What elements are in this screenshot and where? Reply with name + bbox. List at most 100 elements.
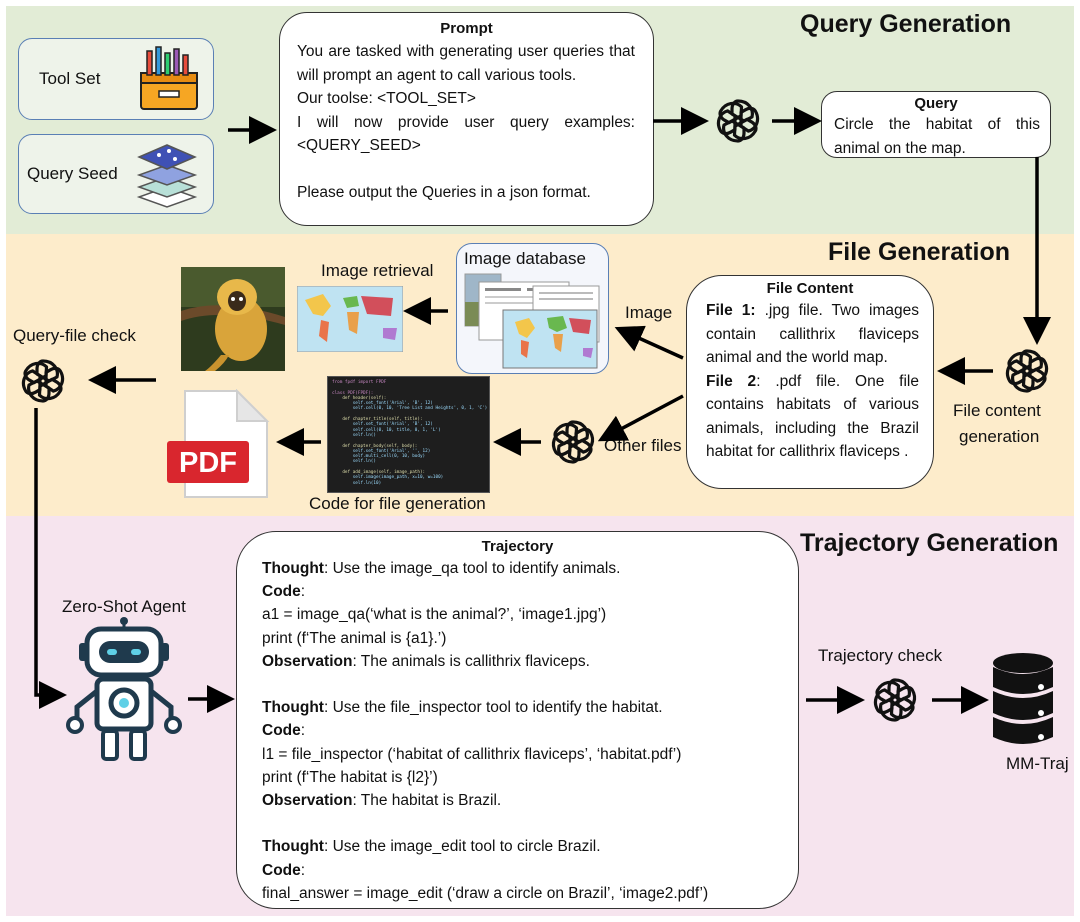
arrow-content-to-other-llm — [597, 394, 684, 442]
step2-code-line-2: print (f‘The habitat is {l2}’) — [262, 768, 438, 786]
file-content-text: File 1: .jpg file. Two images contain ca… — [706, 299, 919, 464]
step2-thought: Thought: Use the file_inspector tool to … — [262, 696, 708, 719]
trajectory-box: Trajectory Thought: Use the image_qa too… — [236, 531, 799, 909]
code-for-file-generation-label: Code for file generation — [309, 494, 486, 513]
query-seed-box: Query Seed — [18, 134, 214, 214]
tool-set-label: Tool Set — [39, 69, 101, 88]
step1-code-line-1: a1 = image_qa(‘what is the animal?’, ‘im… — [262, 606, 607, 624]
step1-thought: Thought: Use the image_qa tool to identi… — [262, 557, 708, 580]
code-line: self.set_font('Arial', '', 12) — [332, 448, 431, 454]
step2-code-colon: : — [300, 722, 306, 740]
step2-observation-text: : The habitat is Brazil. — [352, 792, 502, 810]
arrow-content-to-database — [614, 325, 684, 360]
step1-observation-text: : The animals is callithrix flaviceps. — [352, 652, 590, 670]
step1-code-line-2: print (f‘The animal is {a1}.’) — [262, 629, 447, 647]
step3-thought: Thought: Use the image_edit tool to circ… — [262, 835, 708, 858]
file-content-generation-label-2: generation — [959, 427, 1040, 446]
robot-agent-icon — [66, 617, 182, 761]
pdf-file-icon: PDF — [167, 389, 270, 498]
file2-text: : .pdf file. One file contains habitats … — [706, 372, 919, 461]
step2-code-label: Code — [262, 722, 301, 740]
step1-code-label: Code — [262, 583, 301, 601]
openai-logo-icon-otherfiles — [546, 417, 600, 467]
openai-logo-icon-filegen — [1000, 346, 1054, 396]
step1-thought-text: : Use the image_qa tool to identify anim… — [323, 560, 621, 577]
image-arrow-label: Image — [625, 303, 673, 322]
file-content-generation-label-1: File content — [953, 401, 1041, 420]
code-line: def chapter_body(self, body): — [332, 443, 418, 449]
trajectory-check-label: Trajectory check — [818, 646, 943, 665]
image-database-thumbnails — [464, 273, 600, 369]
trajectory-generation-title: Trajectory Generation — [800, 529, 1059, 557]
tool-set-icon — [140, 46, 198, 110]
code-line: self.cell(0, 10, title, 0, 1, 'L') — [332, 427, 441, 433]
step2-thought-text: : Use the file_inspector tool to identif… — [323, 699, 663, 717]
file-generation-title: File Generation — [828, 238, 1010, 266]
file-content-box: File Content File 1: .jpg file. Two imag… — [686, 275, 934, 489]
trajectory-text: Thought: Use the image_qa tool to identi… — [262, 557, 708, 905]
step3-thought-text: : Use the image_edit tool to circle Braz… — [323, 838, 601, 856]
step3-thought-label: Thought — [262, 838, 324, 856]
code-line: self.set_font('Arial', 'B', 12) — [332, 401, 433, 407]
query-box: Query Circle the habitat of this animal … — [821, 91, 1051, 158]
prompt-line-3: I will now provide user query examples: … — [297, 113, 635, 155]
image-database-box: Image database — [456, 243, 609, 374]
code-line: def chapter_title(self, title): — [332, 417, 423, 423]
step1-code-colon: : — [300, 583, 306, 601]
query-file-check-label: Query-file check — [13, 326, 136, 345]
file2-label: File 2 — [706, 372, 757, 390]
file-content-title: File Content — [766, 280, 854, 297]
step3-code-line-1: final_answer = image_edit (‘draw a circl… — [262, 884, 709, 902]
code-line: def header(self): — [332, 395, 387, 401]
step1-observation-label: Observation — [262, 652, 353, 670]
openai-logo-icon-queryfilecheck — [16, 356, 70, 406]
file1-text: .jpg file. Two images contain callithrix… — [706, 302, 919, 366]
step3-code-label-line: Code: — [262, 859, 708, 882]
monkey-photo — [181, 267, 285, 371]
tool-set-box: Tool Set — [18, 38, 214, 120]
openai-logo-icon-query — [711, 96, 765, 146]
step3-code-colon: : — [300, 861, 306, 879]
arrow-check-to-agent — [34, 408, 67, 709]
file1-entry: File 1: .jpg file. Two images contain ca… — [706, 299, 919, 370]
pdf-icon-label: PDF — [179, 447, 237, 479]
prompt-line-2: Our toolse: <TOOL_SET> — [297, 90, 476, 107]
openai-logo-icon-trajectorycheck — [868, 675, 922, 725]
file1-label: File 1: — [706, 302, 756, 319]
code-line: self.ln() — [332, 459, 376, 465]
code-line: self.cell(0, 10, 'Tree List and Heights'… — [332, 406, 488, 412]
code-line: self.ln() — [332, 432, 376, 438]
query-title: Query — [914, 95, 958, 112]
step1-thought-label: Thought — [262, 560, 324, 577]
code-line: self.ln(10) — [332, 480, 382, 486]
mm-traj-label: MM-Traj — [1006, 754, 1069, 773]
code-line: from fpdf import FPDF — [332, 380, 387, 385]
step2-code-line-1: l1 = file_inspector (‘habitat of callith… — [262, 745, 682, 763]
query-generation-title: Query Generation — [800, 10, 1012, 38]
code-snippet-text: from fpdf import FPDF class PDF(FPDF): d… — [328, 377, 489, 489]
step2-code-label-line: Code: — [262, 719, 708, 742]
prompt-line-5: Please output the Queries in a json form… — [297, 183, 591, 201]
query-seed-icon — [136, 144, 198, 208]
code-line: self.image(image_path, x=10, w=100) — [332, 475, 444, 481]
step1-observation: Observation: The animals is callithrix f… — [262, 650, 708, 673]
prompt-title: Prompt — [440, 20, 493, 37]
prompt-text: You are tasked with generating user quer… — [297, 40, 635, 204]
step3-code-label: Code — [262, 861, 301, 879]
image-retrieval-label: Image retrieval — [321, 261, 434, 280]
trajectory-title: Trajectory — [481, 538, 554, 555]
code-screenshot: from fpdf import FPDF class PDF(FPDF): d… — [327, 376, 490, 493]
image-database-label: Image database — [464, 249, 586, 268]
step1-code-label-line: Code: — [262, 580, 708, 603]
prompt-box: Prompt You are tasked with generating us… — [279, 12, 654, 226]
code-line: def add_image(self, image_path): — [332, 470, 426, 476]
prompt-line-1: You are tasked with generating user quer… — [297, 43, 635, 84]
world-map-icon — [297, 286, 403, 352]
step2-observation-label: Observation — [262, 792, 353, 810]
step2-thought-label: Thought — [262, 699, 324, 717]
query-text: Circle the habitat of this animal on the… — [834, 116, 1040, 157]
query-seed-label: Query Seed — [27, 164, 118, 183]
code-line: self.multi_cell(0, 10, body) — [332, 454, 426, 460]
code-line: self.set_font('Arial', 'B', 12) — [332, 422, 433, 428]
